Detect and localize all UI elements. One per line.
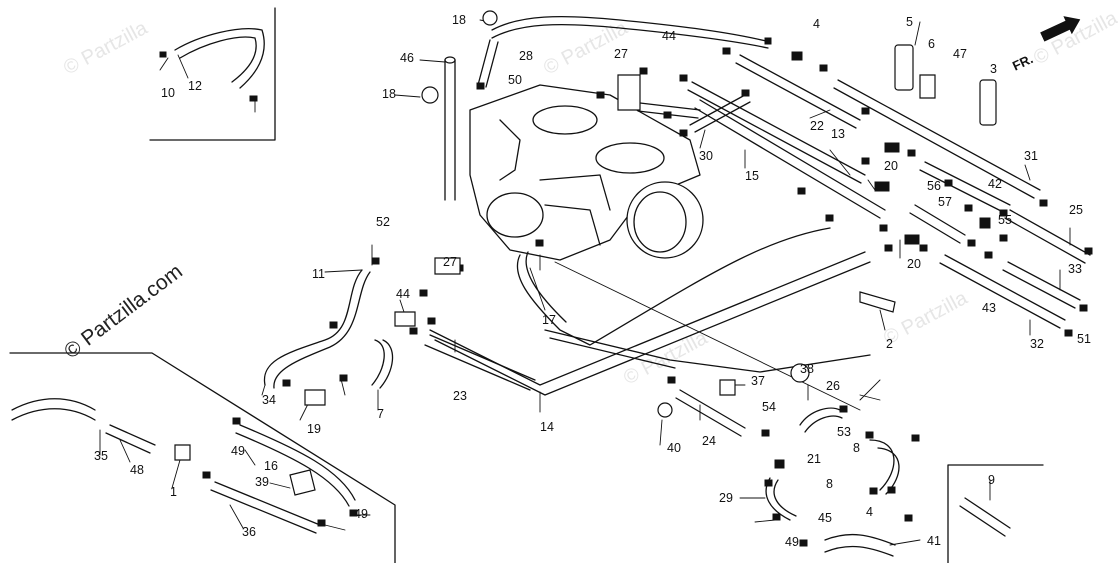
callout-18: 18 — [452, 13, 466, 27]
callout-40: 40 — [667, 441, 681, 455]
callout-1: 1 — [170, 485, 177, 499]
callout-31: 31 — [1024, 149, 1038, 163]
callout-50: 50 — [508, 73, 522, 87]
hose-28-drop — [477, 39, 499, 88]
inset-box-bottom-left — [9, 352, 396, 563]
clamps — [159, 37, 1093, 547]
callout-20: 20 — [907, 257, 921, 271]
callout-55: 55 — [998, 213, 1012, 227]
callout-54: 54 — [762, 400, 776, 414]
callout-15: 15 — [745, 169, 759, 183]
hose-8 — [869, 439, 900, 495]
callout-25: 25 — [1069, 203, 1083, 217]
hose-35 — [11, 398, 96, 421]
callout-11: 11 — [312, 267, 325, 281]
callout-35: 35 — [94, 449, 108, 463]
callout-56: 56 — [927, 179, 941, 193]
callout-27: 27 — [443, 255, 457, 269]
hose-16 — [516, 227, 831, 346]
callout-51: 51 — [1077, 332, 1091, 346]
hose-36 — [210, 481, 321, 534]
callout-4: 4 — [866, 505, 873, 519]
callout-41: 41 — [927, 534, 941, 548]
callout-21: 21 — [807, 452, 821, 466]
callout-22: 22 — [810, 119, 824, 133]
callout-57: 57 — [938, 195, 952, 209]
hose-26 — [799, 407, 843, 433]
small-parts — [174, 10, 997, 496]
callout-49: 49 — [785, 535, 799, 549]
callout-8: 8 — [826, 477, 833, 491]
callout-18: 18 — [382, 87, 396, 101]
callout-46: 46 — [400, 51, 414, 65]
callout-33: 33 — [1068, 262, 1082, 276]
straight-hoses — [637, 54, 1091, 329]
callout-34: 34 — [262, 393, 276, 407]
callout-20: 20 — [884, 159, 898, 173]
callout-44: 44 — [662, 29, 676, 43]
callout-36: 36 — [242, 525, 256, 539]
callout-4: 4 — [813, 17, 820, 31]
callout-7: 7 — [377, 407, 384, 421]
callout-10: 10 — [161, 86, 175, 100]
inset-box-bottom-right — [947, 464, 1044, 563]
callout-23: 23 — [453, 389, 467, 403]
callout-49: 49 — [231, 444, 245, 458]
callout-3: 3 — [990, 62, 997, 76]
callout-49: 49 — [354, 507, 368, 521]
callout-48: 48 — [130, 463, 144, 477]
callout-37: 37 — [751, 374, 765, 388]
hose-11 — [263, 269, 371, 389]
callout-38: 38 — [800, 362, 814, 376]
callout-19: 19 — [307, 422, 321, 436]
callout-26: 26 — [826, 379, 840, 393]
hose-46 — [444, 56, 456, 201]
callout-29: 29 — [719, 491, 733, 505]
callout-28: 28 — [519, 49, 533, 63]
callout-8: 8 — [853, 441, 860, 455]
hose-28 — [491, 15, 771, 49]
callout-5: 5 — [906, 15, 913, 29]
callout-14: 14 — [540, 420, 554, 434]
callout-6: 6 — [928, 37, 935, 51]
hose-7 — [371, 339, 394, 389]
callout-30: 30 — [699, 149, 713, 163]
callout-12: 12 — [188, 79, 202, 93]
callout-52: 52 — [376, 215, 390, 229]
callout-53: 53 — [837, 425, 851, 439]
callout-43: 43 — [982, 301, 996, 315]
callout-47: 47 — [953, 47, 967, 61]
hose-23 — [424, 334, 536, 391]
hose-frame — [544, 329, 871, 373]
inset-box-top-left — [149, 7, 276, 141]
hose-12 — [174, 28, 265, 89]
hose-14 — [429, 251, 871, 396]
callout-9: 9 — [988, 473, 995, 487]
callout-42: 42 — [988, 177, 1002, 191]
hose-41 — [824, 533, 896, 557]
callout-32: 32 — [1030, 337, 1044, 351]
carburetor-assembly — [469, 84, 704, 261]
hose-48 — [105, 424, 156, 454]
callout-2: 2 — [886, 337, 893, 351]
callout-17: 17 — [542, 313, 556, 327]
callout-44: 44 — [396, 287, 410, 301]
callout-39: 39 — [255, 475, 269, 489]
callout-16: 16 — [264, 459, 278, 473]
callout-24: 24 — [702, 434, 716, 448]
hose-17 — [235, 424, 356, 507]
callout-13: 13 — [831, 127, 845, 141]
callout-27: 27 — [614, 47, 628, 61]
hose-9 — [959, 497, 1011, 537]
callout-45: 45 — [818, 511, 832, 525]
hose-24 — [675, 389, 746, 437]
front-arrow-icon — [1040, 16, 1081, 42]
